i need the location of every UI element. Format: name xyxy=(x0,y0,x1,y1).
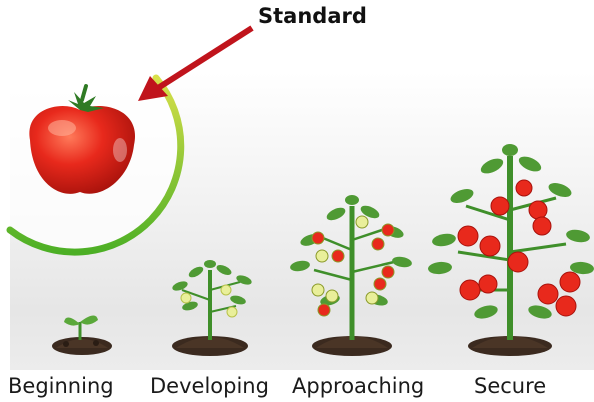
stage-label-secure: Secure xyxy=(474,374,547,398)
plant-icon xyxy=(290,195,412,356)
stage-label-beginning: Beginning xyxy=(8,374,114,398)
arrow-icon xyxy=(138,25,254,101)
stage-label-approaching: Approaching xyxy=(292,374,425,398)
standard-label: Standard xyxy=(258,4,367,28)
plant-icon xyxy=(172,260,252,356)
seedling-icon xyxy=(52,315,112,355)
tomato-icon xyxy=(29,84,136,194)
stage-label-developing: Developing xyxy=(150,374,269,398)
plant-icon xyxy=(428,144,594,356)
